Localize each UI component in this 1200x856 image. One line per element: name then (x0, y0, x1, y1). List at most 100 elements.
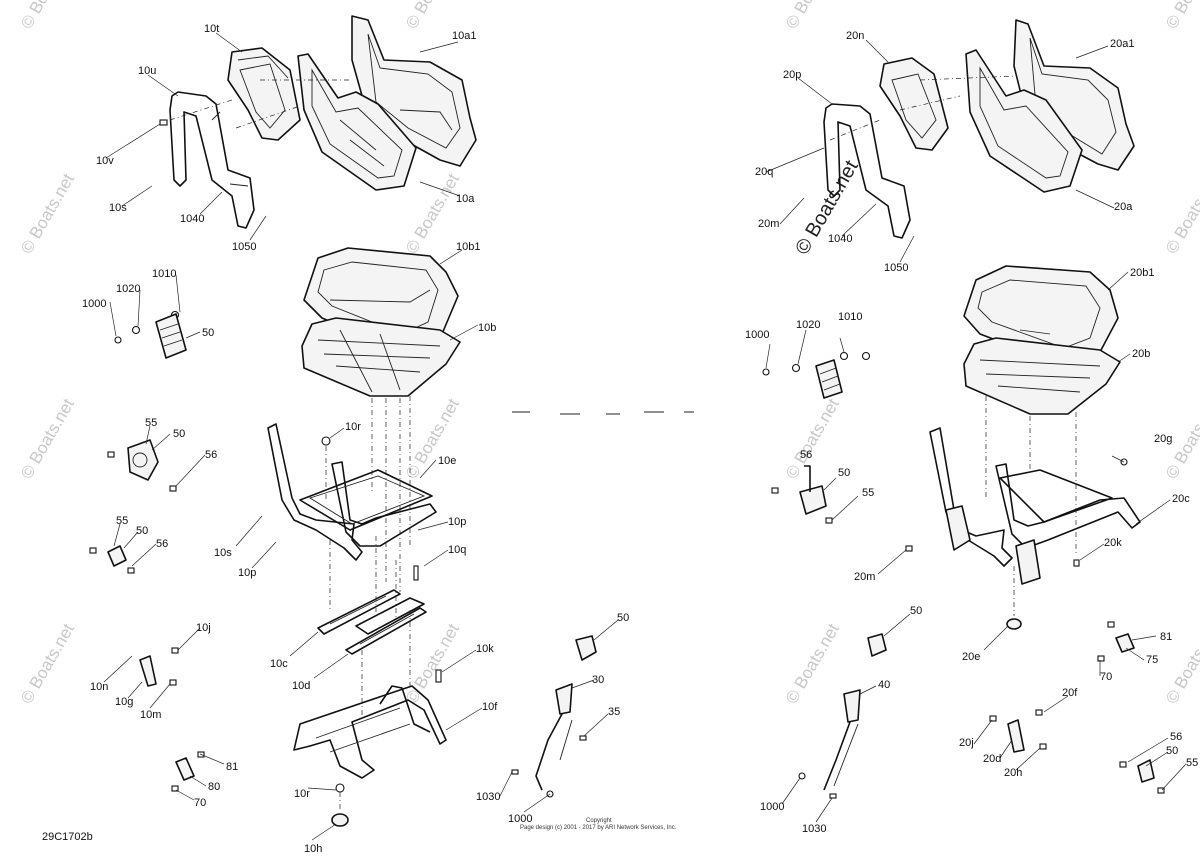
part-10b-seat-base (301, 317, 461, 397)
callout-1040: 1040 (180, 213, 204, 225)
part-10t-headrest (227, 47, 301, 141)
callout-10b: 10b (478, 322, 496, 334)
watermark: © Boats.net (17, 0, 78, 32)
callout-20d: 20d (983, 753, 1001, 765)
callout-75: 75 (1146, 654, 1158, 666)
callout-10a: 10a (456, 193, 475, 205)
part-20a-backrest-frame (965, 49, 1083, 193)
callout-20k: 20k (1104, 537, 1122, 549)
callout-10p: 10p (238, 567, 256, 579)
nut-1000 (762, 368, 770, 376)
callout-55: 55 (862, 487, 874, 499)
part-10e-seat-frame (267, 423, 437, 561)
callout-70: 70 (194, 797, 206, 809)
callout-1050: 1050 (232, 241, 256, 253)
right-seatbelt-hardware (762, 351, 871, 399)
callout-81: 81 (226, 761, 238, 773)
part-20p-backrest-support (823, 103, 911, 239)
watermark: © Boats.net (1162, 0, 1200, 32)
buckle-50 (155, 313, 187, 359)
callout-50: 50 (838, 467, 850, 479)
callout-20a1: 20a1 (1110, 38, 1134, 50)
right-leaders (765, 39, 1187, 823)
callout-55: 55 (116, 515, 128, 527)
nut-1010 (861, 351, 871, 361)
watermark: © Boats.net (782, 395, 843, 482)
left-seatbelt-hardware (114, 310, 187, 359)
callout-10k: 10k (476, 643, 494, 655)
callout-10c: 10c (270, 658, 288, 670)
callout-50: 50 (173, 428, 185, 440)
copyright-title: Copyright (586, 818, 612, 824)
bumper-10h (331, 813, 349, 827)
callout-20p: 20p (783, 69, 801, 81)
left-lower-hardware (139, 436, 442, 827)
callout-10j: 10j (196, 622, 211, 634)
left-assembly-lines (169, 79, 411, 812)
left-seat-assembly: 10t 10a1 10u 10v 10s 1040 1050 10a 10b1 … (82, 15, 629, 855)
right-seat-assembly: 20n 20a1 20p 20q 20m 1040 1050 20a 20b1 … (745, 19, 1198, 835)
part-20b-seat-base (963, 337, 1121, 415)
callout-1030: 1030 (476, 791, 500, 803)
callout-1020: 1020 (796, 319, 820, 331)
callout-20c: 20c (1172, 493, 1190, 505)
watermark: © Boats.net (17, 395, 78, 482)
callout-20h: 20h (1004, 767, 1022, 779)
callout-10n: 10n (90, 681, 108, 693)
callout-20q: 20q (755, 166, 773, 178)
washer-1020 (791, 363, 801, 373)
callout-56: 56 (205, 449, 217, 461)
bracket-20d (1007, 719, 1025, 753)
callout-50: 50 (202, 327, 214, 339)
callout-10m: 10m (140, 709, 161, 721)
callout-10s: 10s (214, 547, 232, 559)
callout-55: 55 (145, 417, 157, 429)
watermark: © Boats.net (1162, 170, 1200, 257)
callout-70: 70 (1100, 671, 1112, 683)
callout-20g: 20g (1154, 433, 1172, 445)
left-seatbelt-30 (511, 635, 597, 798)
right-seatbelt-40 (798, 689, 861, 799)
watermark: © Boats.net (402, 170, 463, 257)
plug-10r (321, 436, 331, 446)
part-10u-backrest-support (159, 91, 255, 229)
retractor-50 (799, 485, 827, 515)
callout-1000: 1000 (760, 801, 784, 813)
callout-10p: 10p (448, 516, 466, 528)
callout-56: 56 (800, 449, 812, 461)
watermark: © Boats.net (17, 620, 78, 707)
callout-10v: 10v (96, 155, 114, 167)
left-callouts: 10t 10a1 10u 10v 10s 1040 1050 10a 10b1 … (82, 23, 629, 855)
callout-50: 50 (1166, 745, 1178, 757)
callout-10r: 10r (345, 421, 361, 433)
callout-20j: 20j (959, 737, 974, 749)
callout-20a: 20a (1114, 201, 1133, 213)
callout-20e: 20e (962, 651, 980, 663)
anchor-50 (107, 545, 127, 567)
watermark: © Boats.net (402, 0, 463, 32)
watermark: © Boats.net (782, 0, 843, 32)
diagram-id: 29C1702b (42, 831, 93, 843)
callout-50: 50 (910, 605, 922, 617)
callout-10d: 10d (292, 680, 310, 692)
callout-56: 56 (1170, 731, 1182, 743)
callout-10f: 10f (482, 701, 498, 713)
callout-10a1: 10a1 (452, 30, 476, 42)
callout-10s: 10s (109, 202, 127, 214)
callout-10g: 10g (115, 696, 133, 708)
part-10c-10d-seat-rails (317, 589, 427, 655)
part-10f-seat-riser (293, 685, 447, 779)
callout-1000: 1000 (508, 813, 532, 825)
left-leaders (103, 32, 619, 841)
washer-1020 (131, 325, 141, 335)
right-lower-hardware (867, 618, 1165, 794)
callout-10b1: 10b1 (456, 241, 480, 253)
callout-1010: 1010 (152, 268, 176, 280)
callout-50: 50 (617, 612, 629, 624)
callout-20m: 20m (758, 218, 779, 230)
bumper-20e (1006, 618, 1022, 630)
callout-55: 55 (1186, 757, 1198, 769)
bolt (159, 119, 168, 126)
callout-35: 35 (608, 706, 620, 718)
retractor-50 (127, 439, 159, 481)
